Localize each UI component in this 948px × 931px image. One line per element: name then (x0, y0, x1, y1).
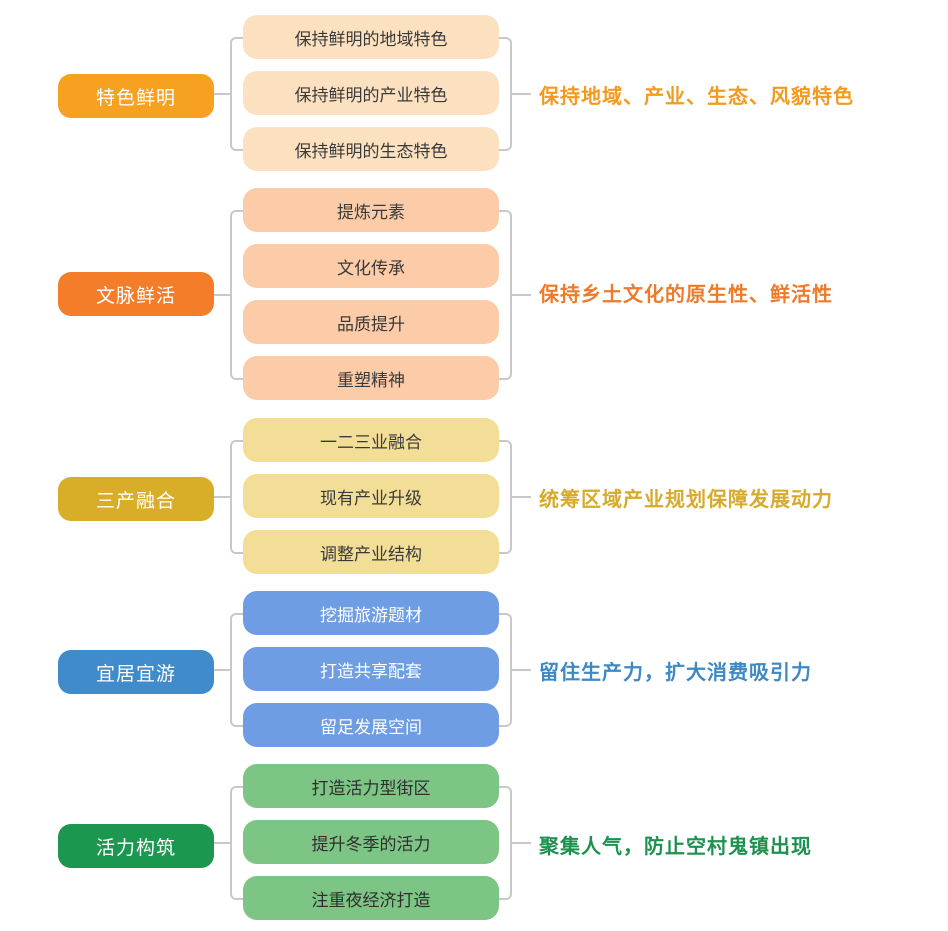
connector-left-bracket (230, 37, 243, 151)
connector-line (512, 93, 531, 95)
connector-right-bracket (499, 786, 512, 900)
connector-left-bracket (230, 440, 243, 554)
item-pill: 一二三业融合 (243, 418, 499, 462)
connector-line (512, 669, 531, 671)
category-pill: 活力构筑 (58, 824, 214, 868)
item-pill: 保持鲜明的地域特色 (243, 15, 499, 59)
connector-line (214, 93, 230, 95)
connector-line (214, 294, 230, 296)
connector-line (214, 842, 230, 844)
item-pill: 现有产业升级 (243, 474, 499, 518)
item-pill: 挖掘旅游题材 (243, 591, 499, 635)
item-pill: 文化传承 (243, 244, 499, 288)
category-pill: 文脉鲜活 (58, 272, 214, 316)
item-pill: 保持鲜明的生态特色 (243, 127, 499, 171)
connector-line (512, 294, 531, 296)
item-pill: 提升冬季的活力 (243, 820, 499, 864)
item-pill: 打造活力型街区 (243, 764, 499, 808)
connector-line (214, 669, 230, 671)
item-pill: 保持鲜明的产业特色 (243, 71, 499, 115)
category-pill: 宜居宜游 (58, 650, 214, 694)
connector-left-bracket (230, 613, 243, 727)
summary-text: 聚集人气，防止空村鬼镇出现 (539, 834, 812, 858)
item-pill: 品质提升 (243, 300, 499, 344)
item-pill: 提炼元素 (243, 188, 499, 232)
category-pill: 三产融合 (58, 477, 214, 521)
item-pill: 留足发展空间 (243, 703, 499, 747)
category-pill: 特色鲜明 (58, 74, 214, 118)
item-pill: 调整产业结构 (243, 530, 499, 574)
summary-text: 留住生产力，扩大消费吸引力 (539, 660, 812, 684)
connector-left-bracket (230, 786, 243, 900)
connector-line (512, 496, 531, 498)
summary-text: 保持地域、产业、生态、风貌特色 (539, 84, 854, 108)
item-pill: 注重夜经济打造 (243, 876, 499, 920)
connector-line (214, 496, 230, 498)
summary-text: 保持乡土文化的原生性、鲜活性 (539, 282, 833, 306)
summary-text: 统筹区域产业规划保障发展动力 (539, 487, 833, 511)
item-pill: 重塑精神 (243, 356, 499, 400)
connector-right-bracket (499, 613, 512, 727)
item-pill: 打造共享配套 (243, 647, 499, 691)
connector-right-bracket (499, 37, 512, 151)
connector-left-bracket (230, 210, 243, 380)
connector-right-bracket (499, 210, 512, 380)
connector-line (512, 842, 531, 844)
connector-right-bracket (499, 440, 512, 554)
